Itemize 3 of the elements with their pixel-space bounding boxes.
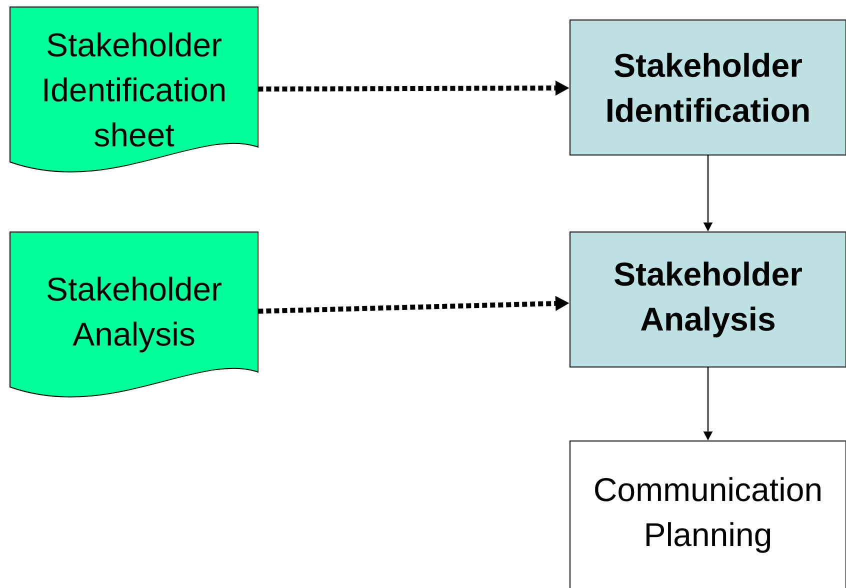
process-box: Stakeholder Identification bbox=[570, 20, 846, 156]
process-box: Communication Planning bbox=[570, 440, 846, 588]
process-box: Stakeholder Analysis bbox=[570, 232, 846, 368]
